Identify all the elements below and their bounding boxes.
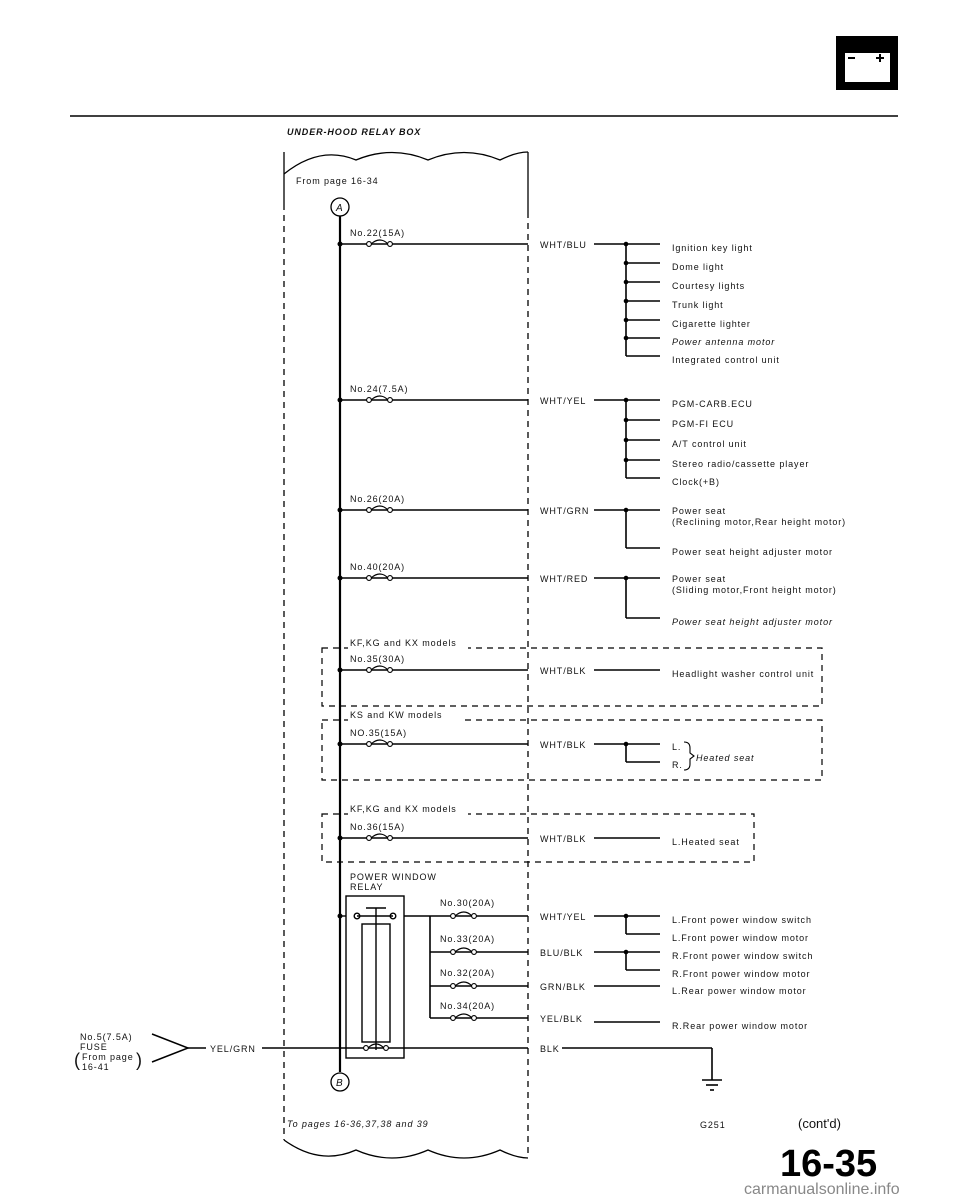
load-clock: Clock(+B) [672,477,720,487]
wire-wht-grn: WHT/GRN [540,506,589,516]
model-label-1: KF,KG and KX models [350,638,457,648]
load-rf-window-switch: R.Front power window switch [672,951,813,961]
ground-icon [702,1079,722,1091]
load-seat-height-adjuster-1: Power seat height adjuster motor [672,547,833,557]
load-rf-window-motor: R.Front power window motor [672,969,810,979]
load-labels: Ignition key light Dome light Courtesy l… [672,243,846,1031]
load-power-antenna-motor: Power antenna motor [672,337,775,347]
from-page-label: From page 16-34 [296,176,379,186]
ext-fuse-line-2: FUSE [80,1042,108,1052]
wire-wht-blk-3: WHT/BLK [540,834,586,844]
wire-blk: BLK [540,1044,560,1054]
fuse-26-label: No.26(20A) [350,494,405,504]
load-pgm-carb-ecu: PGM-CARB.ECU [672,399,753,409]
wire-wht-blk-2: WHT/BLK [540,740,586,750]
ground-label: G251 [700,1120,726,1130]
load-cigarette-lighter: Cigarette lighter [672,319,751,329]
wire-wht-yel-1: WHT/YEL [540,396,586,406]
load-pgm-fi-ecu: PGM-FI ECU [672,419,734,429]
fuse-33-label: No.33(20A) [440,934,495,944]
box-title: UNDER-HOOD RELAY BOX [287,127,421,137]
fuse-35b-label: NO.35(15A) [350,728,407,738]
fuse-branches [340,243,528,839]
fuse-36-label: No.36(15A) [350,822,405,832]
load-heated-seat-l: L. [672,742,681,752]
load-seat-height-adjuster-2: Power seat height adjuster motor [672,617,833,627]
wire-grn-blk: GRN/BLK [540,982,586,992]
model-label-2: KS and KW models [350,710,442,720]
load-trunk-light: Trunk light [672,300,724,310]
battery-icon [836,36,898,90]
svg-text:B: B [336,1078,343,1089]
wire-wht-yel-2: WHT/YEL [540,912,586,922]
relay-box-outline [283,151,529,1159]
load-power-seat-2: Power seat [672,574,726,584]
fuse-32-label: No.32(20A) [440,968,495,978]
fuse-40-label: No.40(20A) [350,562,405,572]
svg-text:(: ( [74,1050,80,1070]
load-rr-window-motor: R.Rear power window motor [672,1021,808,1031]
relay-label-1: POWER WINDOW [350,872,437,882]
wire-wht-blu: WHT/BLU [540,240,587,250]
watermark: carmanualsonline.info [744,1181,900,1198]
wire-wht-blk-1: WHT/BLK [540,666,586,676]
load-at-control-unit: A/T control unit [672,439,747,449]
ext-fuse-line-3: From page [82,1052,134,1062]
model-boxes [321,647,823,863]
fuse-35a-label: No.35(30A) [350,654,405,664]
cont-label: (cont'd) [798,1116,841,1131]
svg-text:): ) [136,1050,142,1070]
wire-blu-blk: BLU/BLK [540,948,583,958]
power-window-relay [340,895,430,1059]
load-dome-light: Dome light [672,262,724,272]
relay-label-2: RELAY [350,882,383,892]
load-power-seat-2-detail: (Sliding motor,Front height motor) [672,585,837,595]
load-stereo: Stereo radio/cassette player [672,459,809,469]
load-lf-window-motor: L.Front power window motor [672,933,809,943]
load-lr-window-motor: L.Rear power window motor [672,986,807,996]
load-integrated-control-unit: Integrated control unit [672,355,780,365]
wire-wht-red: WHT/RED [540,574,588,584]
ext-fuse-line-1: No.5(7.5A) [80,1032,133,1042]
fuse-24-label: No.24(7.5A) [350,384,408,394]
load-ignition-key-light: Ignition key light [672,243,753,253]
svg-text:A: A [335,203,343,214]
external-fuse-icon [151,1033,206,1063]
fuse-34-label: No.34(20A) [440,1001,495,1011]
ext-fuse-line-4: 16-41 [82,1062,110,1072]
connector-b-icon: B [330,1072,350,1092]
relay-fuse-feed [429,915,528,1019]
load-headlight-washer: Headlight washer control unit [672,669,814,679]
load-power-seat-1-detail: (Reclining motor,Rear height motor) [672,517,846,527]
fuse-30-label: No.30(20A) [440,898,495,908]
wire-yel-blk: YEL/BLK [540,1014,583,1024]
feed-wire-label: YEL/GRN [210,1044,256,1054]
load-courtesy-lights: Courtesy lights [672,281,745,291]
model-label-3: KF,KG and KX models [350,804,457,814]
connector-a-icon: A [330,197,350,217]
load-lf-window-switch: L.Front power window switch [672,915,812,925]
load-power-seat-1: Power seat [672,506,726,516]
load-l-heated-seat: L.Heated seat [672,837,740,847]
load-heated-seat: Heated seat [696,753,754,763]
load-heated-seat-r: R. [672,760,683,770]
fuse-symbols [366,239,393,841]
page-number: 16-35 [780,1143,877,1185]
to-pages-label: To pages 16-36,37,38 and 39 [287,1119,429,1129]
heated-seat-brace [683,741,695,771]
wire-labels: WHT/BLU WHT/YEL WHT/GRN WHT/RED WHT/BLK … [540,240,589,1054]
fuse-22-label: No.22(15A) [350,228,405,238]
